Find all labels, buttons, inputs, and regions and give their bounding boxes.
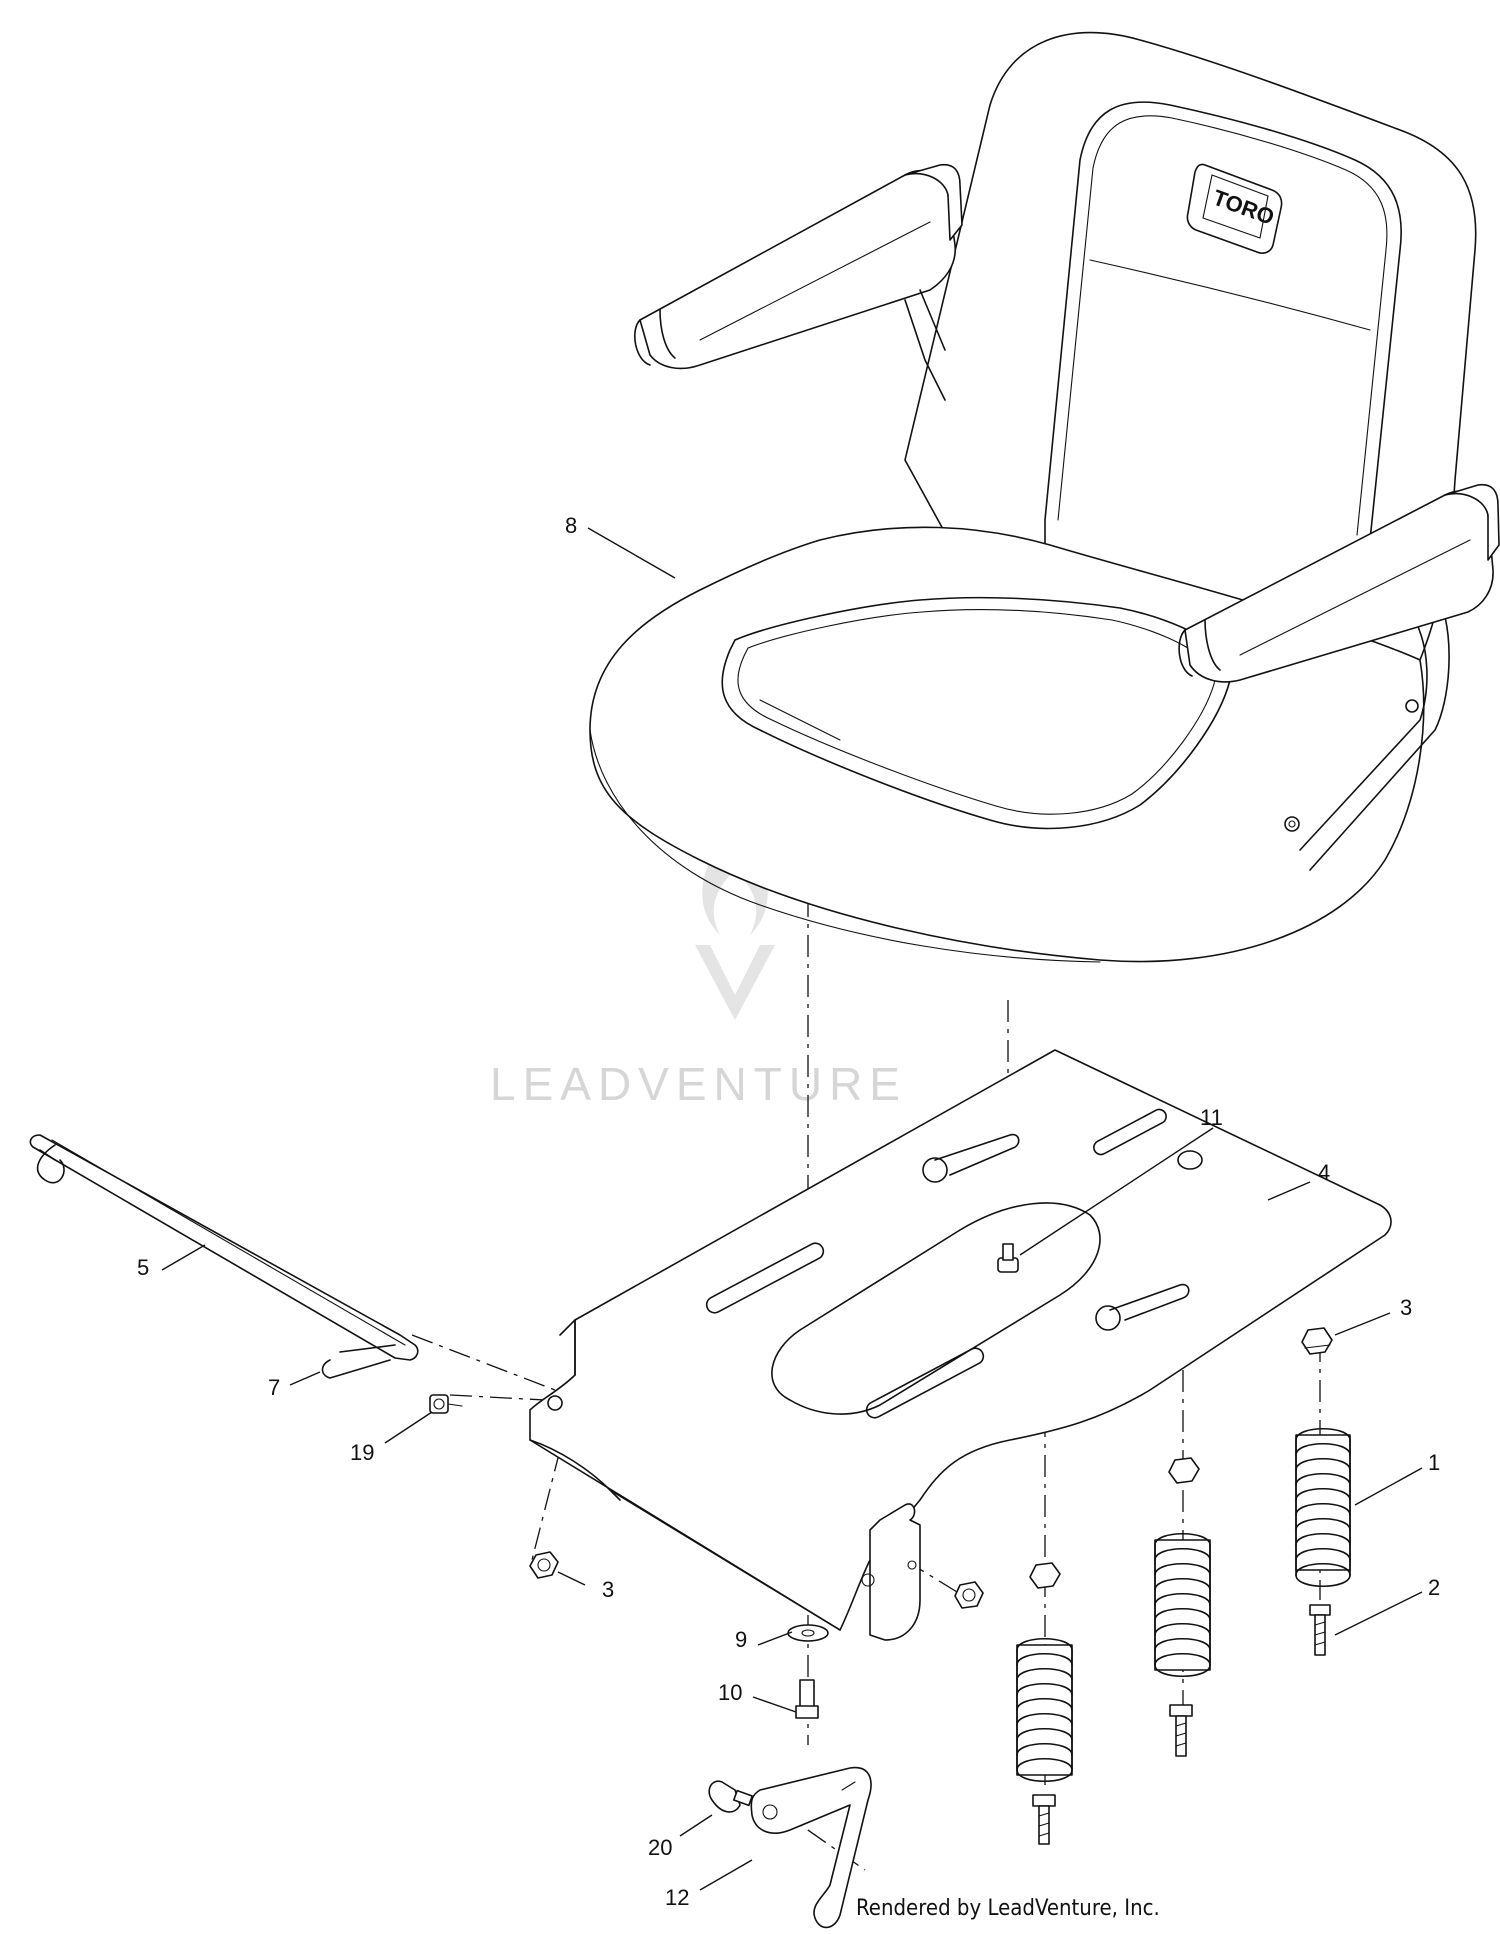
callout-8: 8 (565, 513, 577, 538)
spring-left (1016, 1637, 1073, 1783)
callout-11: 11 (1200, 1105, 1223, 1130)
leadventure-watermark: LEADVENTURE (490, 830, 907, 1110)
callout-9: 9 (735, 1627, 747, 1652)
callout-10: 10 (718, 1680, 742, 1705)
callout-3-right: 3 (1400, 1295, 1412, 1320)
callout-3-left: 3 (602, 1577, 614, 1602)
spring-middle (1154, 1532, 1211, 1678)
bolt-20 (708, 1780, 754, 1813)
bracket-nut (954, 1581, 984, 1609)
callout-12: 12 (665, 1885, 689, 1910)
bolt-10 (795, 1679, 819, 1719)
plate-nut (547, 1395, 563, 1411)
washer-9 (787, 1624, 829, 1642)
nut-3-right (1301, 1327, 1333, 1355)
rendered-by-credit: Rendered by LeadVenture, Inc. (856, 1896, 1160, 1921)
seat: TORO (589, 31, 1500, 963)
nut-3-left (529, 1551, 559, 1579)
adjustment-rod (29, 1134, 419, 1379)
bolt-19 (429, 1394, 463, 1414)
seat-mounting-plate (529, 1049, 1392, 1641)
spring-1-right (1295, 1427, 1351, 1588)
callout-1: 1 (1428, 1450, 1440, 1475)
spring-bolts (1032, 1604, 1331, 1845)
callout-7: 7 (268, 1375, 280, 1400)
callout-20: 20 (648, 1835, 672, 1860)
callouts: 8 11 4 5 7 19 3 3 1 2 9 10 20 12 (137, 513, 1440, 1910)
callout-2: 2 (1428, 1575, 1440, 1600)
handle-12 (750, 1766, 872, 1929)
bolt-11 (997, 1243, 1019, 1273)
callout-19: 19 (350, 1440, 374, 1465)
spring-top-nuts (1029, 1457, 1200, 1589)
callout-5: 5 (137, 1255, 149, 1280)
watermark-text: LEADVENTURE (490, 1058, 907, 1110)
toro-logo: TORO (1186, 163, 1283, 254)
callout-4: 4 (1318, 1160, 1330, 1185)
